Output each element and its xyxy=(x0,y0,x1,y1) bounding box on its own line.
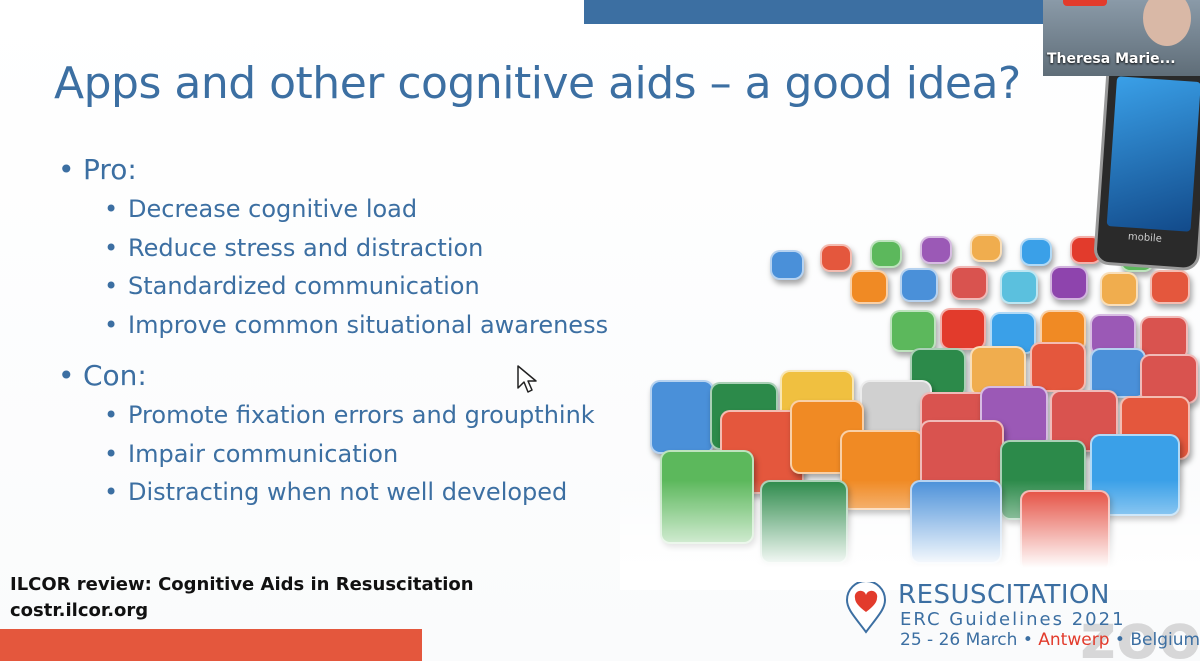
header-accent-bar xyxy=(584,0,1044,24)
con-item: •Distracting when not well developed xyxy=(104,478,568,506)
bullet-list: •Pro: •Decrease cognitive load •Reduce s… xyxy=(58,150,608,512)
logo-dates: 25 - 26 March xyxy=(900,630,1018,650)
con-heading: •Con: xyxy=(58,359,147,392)
con-label: Con: xyxy=(83,359,147,392)
reference-line-1: ILCOR review: Cognitive Aids in Resuscit… xyxy=(10,574,474,595)
pro-heading: •Pro: xyxy=(58,153,137,186)
pro-item-text: Reduce stress and distraction xyxy=(128,233,484,262)
con-item-text: Promote fixation errors and groupthink xyxy=(128,401,595,429)
pro-label: Pro: xyxy=(83,153,137,186)
participant-video-tile[interactable]: Theresa Marie... xyxy=(1043,0,1200,76)
logo-dates-location: 25 - 26 March • Antwerp • Belgium xyxy=(900,630,1200,650)
con-item: •Promote fixation errors and groupthink xyxy=(104,401,595,429)
pro-item: •Reduce stress and distraction xyxy=(104,233,484,262)
pro-item-text: Decrease cognitive load xyxy=(128,195,418,223)
con-item-text: Impair communication xyxy=(128,439,399,468)
logo-separator: • xyxy=(1109,630,1131,650)
zoom-watermark: zoom xyxy=(1080,600,1200,661)
logo-subtitle: ERC Guidelines 2021 xyxy=(900,609,1126,630)
logo-separator: • xyxy=(1017,630,1039,650)
participant-video-feed xyxy=(1143,0,1191,46)
logo-city: Antwerp xyxy=(1038,630,1110,650)
footer-accent-bar xyxy=(0,629,422,661)
con-item: •Impair communication xyxy=(104,439,399,468)
participant-name: Theresa Marie... xyxy=(1047,51,1176,67)
slide-title: Apps and other cognitive aids – a good i… xyxy=(54,58,1021,109)
reference-note: ILCOR review: Cognitive Aids in Resuscit… xyxy=(10,572,474,624)
recording-indicator xyxy=(1063,0,1107,6)
phone-brand-label: mobile xyxy=(1127,231,1163,245)
image-fade xyxy=(620,480,1200,590)
logo-country: Belgium xyxy=(1130,630,1200,650)
reference-line-2: costr.ilcor.org xyxy=(10,600,149,621)
pro-item-text: Standardized communication xyxy=(128,272,480,300)
heart-pin-icon xyxy=(845,582,887,634)
pro-item: •Improve common situational awareness xyxy=(104,310,609,339)
conference-logo: RESUSCITATION ERC Guidelines 2021 25 - 2… xyxy=(842,578,1200,658)
pro-item: •Decrease cognitive load xyxy=(104,195,418,223)
logo-name: RESUSCITATION xyxy=(898,580,1110,610)
con-item-text: Distracting when not well developed xyxy=(128,478,568,506)
pro-item: •Standardized communication xyxy=(104,272,480,300)
mouse-pointer-icon xyxy=(517,365,537,393)
smartphone-image: mobile xyxy=(1092,58,1200,272)
pro-item-text: Improve common situational awareness xyxy=(128,310,609,339)
